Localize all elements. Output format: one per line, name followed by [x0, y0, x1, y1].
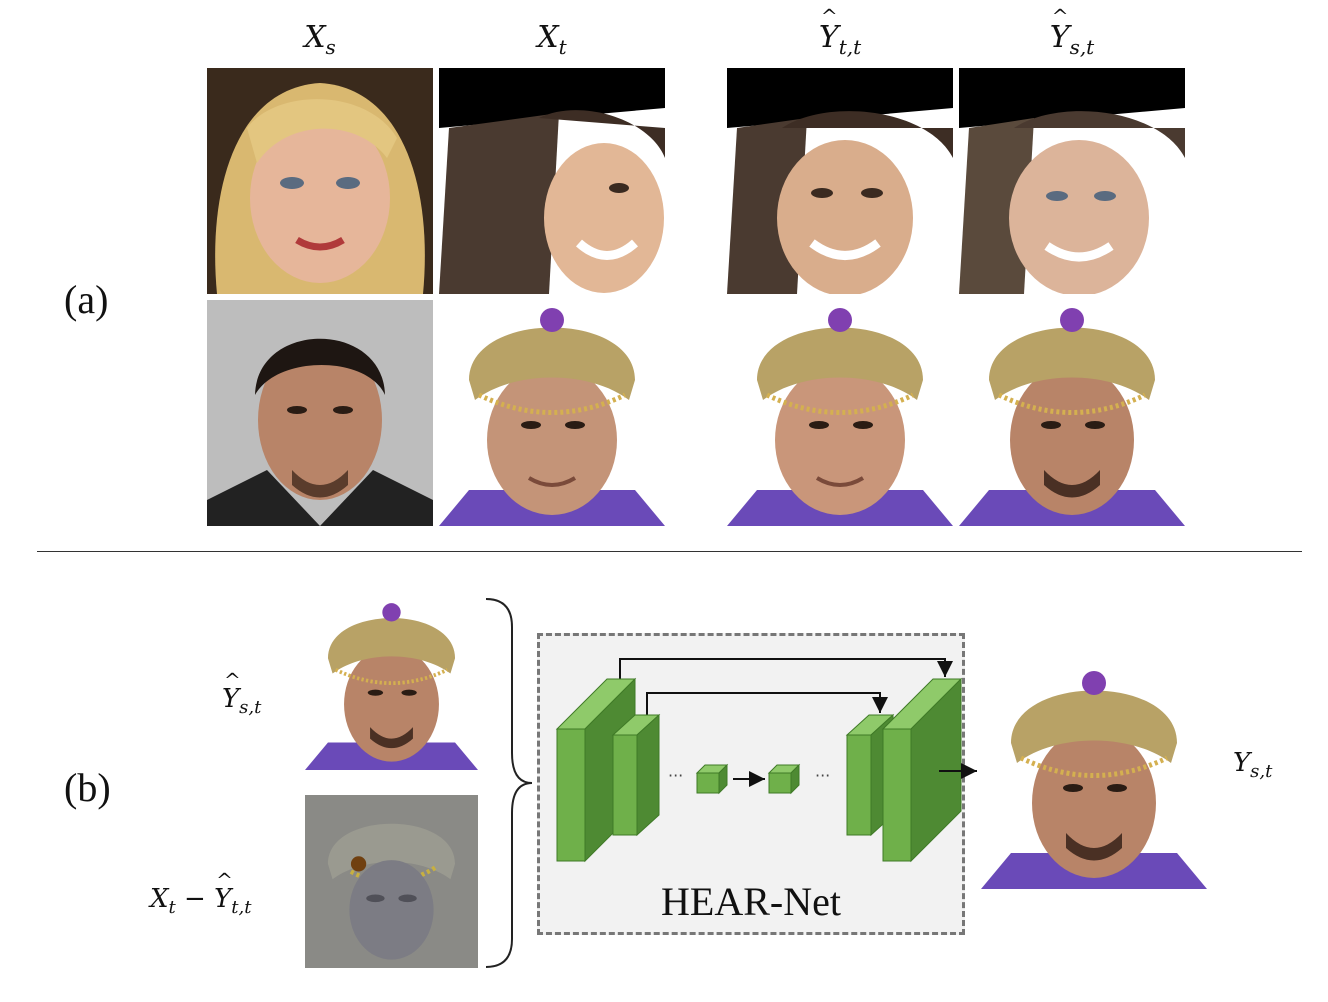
panel-label-b: (b) — [64, 765, 111, 810]
photo-swap-st-man — [959, 300, 1185, 526]
column-label-xt: Xt — [537, 20, 567, 59]
photo-target-woman — [439, 68, 665, 294]
photo-reconstruction-tt-woman — [727, 68, 953, 294]
decoder-block-large — [881, 677, 963, 863]
photo-reconstruction-tt-man — [727, 300, 953, 526]
dots-right: ··· — [815, 766, 830, 785]
panel-label-a: (a) — [64, 277, 109, 322]
column-label-yhat-st: Ys,t — [959, 4, 1185, 59]
hear-net-title: HEAR-Net — [661, 879, 841, 924]
section-divider — [37, 551, 1302, 552]
input-label-difference: Xt − Yt,t — [150, 868, 251, 918]
skip-connection-outer — [619, 658, 953, 683]
encoder-block-small — [611, 713, 661, 837]
input-label-yhat-st: Ys,t — [222, 668, 261, 718]
bottleneck-cube-left — [695, 763, 729, 795]
photo-source-man — [207, 300, 433, 526]
column-label-yhat-tt: Yt,t — [727, 4, 953, 59]
photo-input-residual — [305, 795, 478, 968]
bottleneck-cube-right — [767, 763, 801, 795]
dots-left: ··· — [668, 766, 683, 785]
photo-input-swap — [305, 597, 478, 770]
skip-connection-inner — [646, 692, 888, 715]
photo-source-woman — [207, 68, 433, 294]
input-brace — [485, 598, 533, 968]
photo-target-man-turban — [439, 300, 665, 526]
hear-net-diagram: ··· ··· — [555, 658, 977, 863]
photo-output-final — [981, 663, 1207, 889]
column-label-xs: Xs — [304, 20, 336, 59]
output-label-yst: Ys,t — [1233, 748, 1273, 783]
photo-swap-st-woman — [959, 68, 1185, 294]
